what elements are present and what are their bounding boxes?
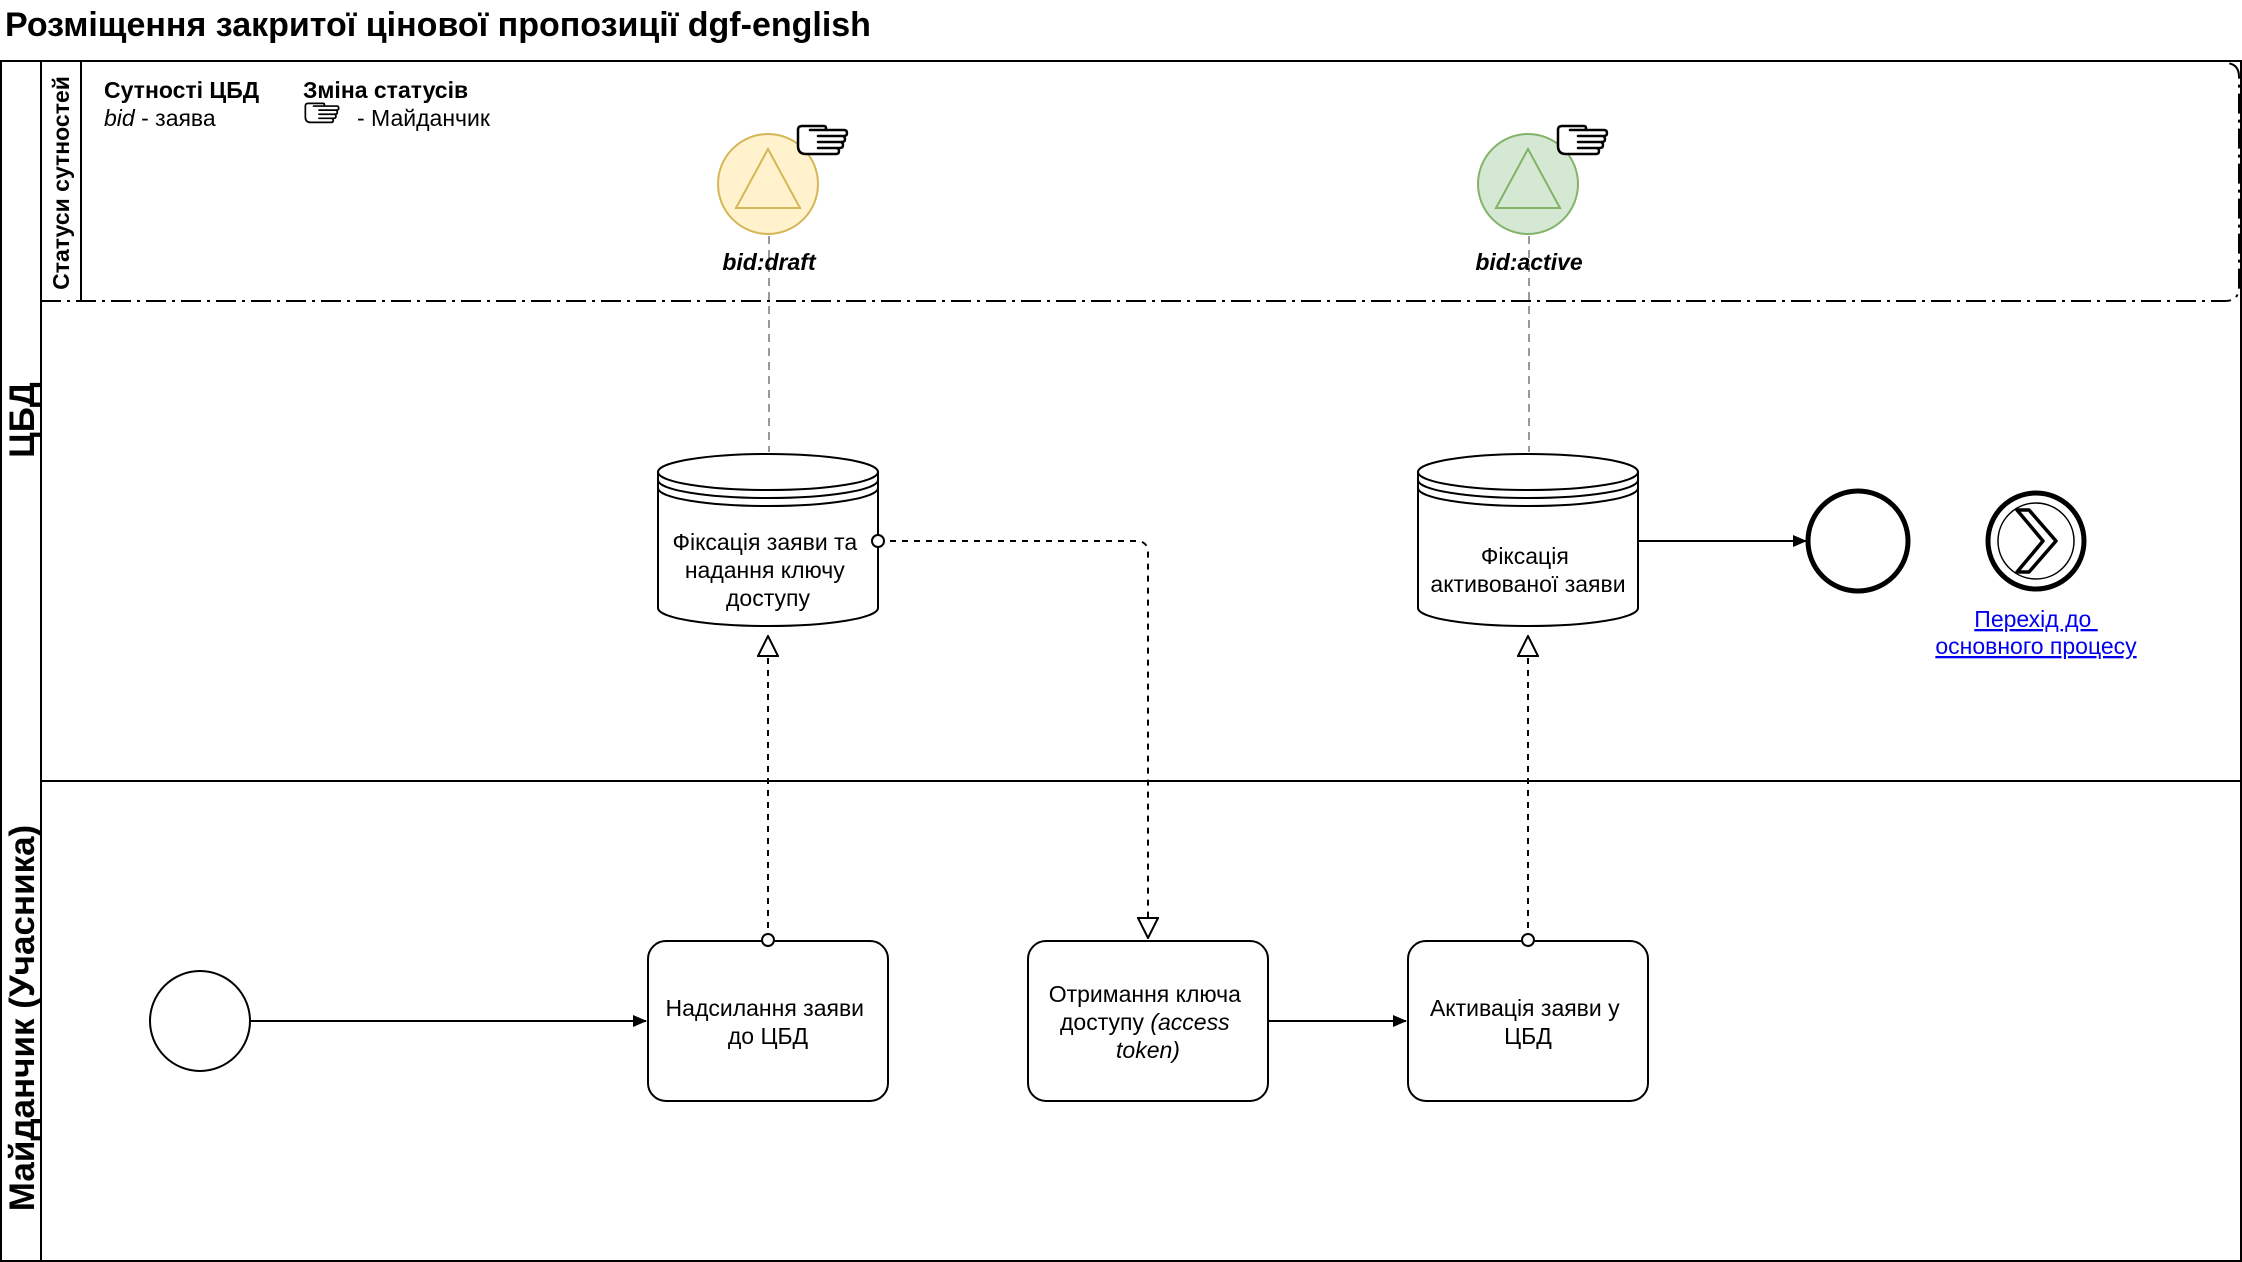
state-label: bid:draft xyxy=(722,249,817,275)
task-label-line: ЦБД xyxy=(1504,1023,1552,1049)
end-event xyxy=(1805,488,1911,594)
datastore-label-line: Фіксація заяви та xyxy=(672,529,857,555)
datastore-label-line: активованої заяви xyxy=(1430,571,1625,597)
datastore-label-line: надання ключу xyxy=(685,557,845,583)
start-event xyxy=(149,970,251,1072)
task-label-line: до ЦБД xyxy=(728,1023,809,1049)
task-label-line: Активація заяви у xyxy=(1430,995,1620,1021)
datastore-active-bid-fixation: Фіксація активованої заяви xyxy=(1417,453,1639,627)
pool-frame xyxy=(0,60,2242,1262)
page-title: Розміщення закритої цінової пропозиції d… xyxy=(5,6,871,44)
chevron-right-icon xyxy=(2015,508,2058,574)
statuses-lane-border xyxy=(41,62,2240,302)
lane-title-platform: Майданчик (Учасника) xyxy=(3,825,42,1211)
state-bid-draft: bid:draft xyxy=(717,124,849,275)
legend-entities-header: Сутності ЦБД xyxy=(104,77,259,103)
state-label: bid:active xyxy=(1475,249,1583,275)
link-event-inner xyxy=(1997,502,2075,580)
task-label-line: token) xyxy=(1116,1037,1180,1063)
datastore-label-line: доступу xyxy=(726,585,810,611)
task-label: Надсилання заяви до ЦБД xyxy=(666,995,871,1049)
task-label-part: (access xyxy=(1150,1009,1230,1035)
lane-title-statuses: Статуси сутностей xyxy=(48,76,74,290)
task-label-line: Отримання ключа xyxy=(1049,981,1241,1007)
legend: Сутності ЦБД bid - заява Зміна статусів … xyxy=(104,77,491,131)
task-label-part: доступу xyxy=(1060,1009,1150,1035)
hand-pointing-icon xyxy=(1556,124,1609,156)
task-activate-bid: Активація заяви у ЦБД xyxy=(1407,940,1649,1102)
datastore-label: Фіксація заяви та надання ключу доступу xyxy=(672,529,863,611)
signal-triangle-icon xyxy=(1494,146,1562,209)
signal-triangle-icon xyxy=(734,146,802,209)
task-send-bid: Надсилання заяви до ЦБД xyxy=(647,940,889,1102)
hand-pointing-icon xyxy=(796,124,849,156)
datastore-label-line: Фіксація xyxy=(1481,543,1569,569)
link-label-line[interactable]: Перехід до xyxy=(1974,606,2097,632)
task-receive-access-key: Отримання ключа доступу (access token) xyxy=(1027,940,1269,1102)
legend-entity-term: bid xyxy=(104,105,136,131)
legend-entity-line: bid - заява xyxy=(104,105,216,131)
legend-status-change-header: Зміна статусів xyxy=(303,77,468,103)
task-label-line: доступу (access xyxy=(1060,1009,1230,1035)
task-label-line: Надсилання заяви xyxy=(666,995,865,1021)
datastore-bid-fixation: Фіксація заяви та надання ключу доступу xyxy=(657,453,879,627)
state-bid-active: bid:active xyxy=(1475,124,1609,275)
legend-entity-desc: - заява xyxy=(135,105,216,131)
link-label-line[interactable]: основного процесу xyxy=(1935,633,2137,659)
lane-title-cbd: ЦБД xyxy=(3,382,42,458)
task-label: Отримання ключа доступу (access token) xyxy=(1049,981,1248,1063)
link-to-main-process[interactable]: Перехід до основного процесу xyxy=(1935,490,2137,659)
legend-status-change-actor: - Майданчик xyxy=(357,105,491,131)
message-flow-cbd-to-receive xyxy=(878,541,1148,938)
link-event-circle[interactable] xyxy=(1985,490,2087,592)
task-label: Активація заяви у ЦБД xyxy=(1430,995,1626,1049)
datastore-label: Фіксація активованої заяви xyxy=(1430,543,1625,597)
legend-hand-icon xyxy=(304,102,340,124)
link-label[interactable]: Перехід до основного процесу xyxy=(1935,606,2137,659)
